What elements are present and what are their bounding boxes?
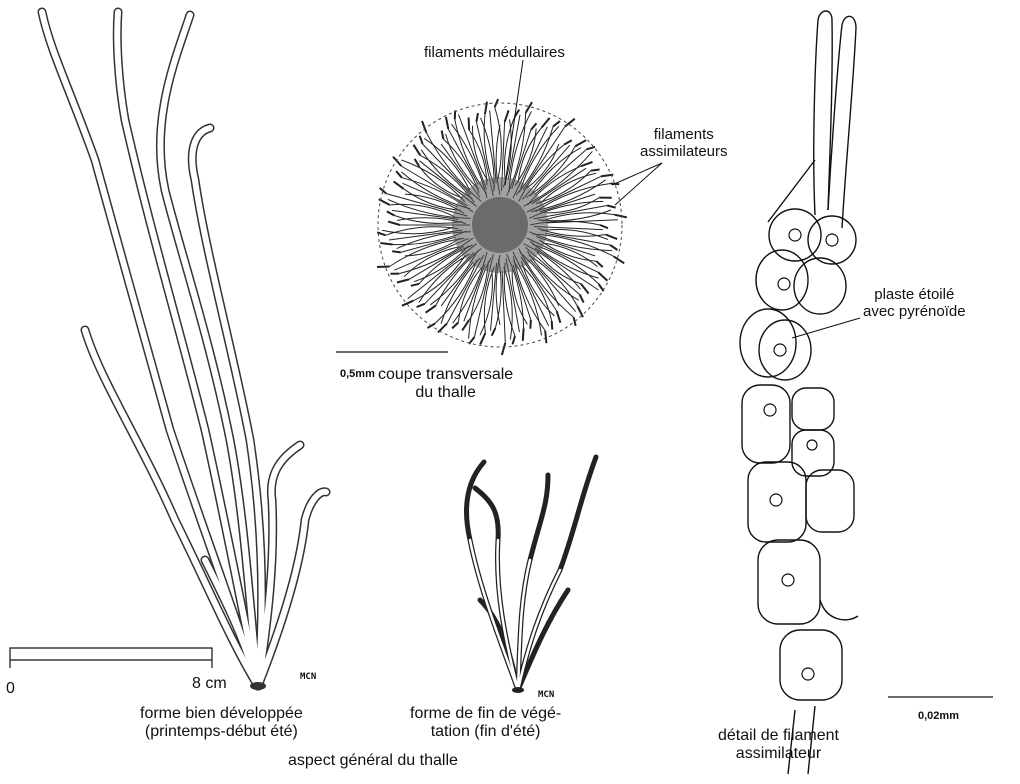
caption-forme-developpee: forme bien développée (printemps-début é…: [140, 705, 303, 742]
scale-label-section: 0,5mm: [340, 368, 375, 381]
caption-aspect-general: aspect général du thalle: [288, 752, 458, 770]
mcn-mark-left: MCN: [300, 672, 316, 682]
label-plaste: plaste étoilé avec pyrénoïde: [863, 286, 966, 321]
mcn-mark-center: MCN: [538, 690, 554, 700]
caption-coupe: coupe transversale du thalle: [378, 366, 513, 403]
thallus-late-drawing: [466, 457, 596, 693]
caption-coupe-line2: du thalle: [378, 384, 513, 402]
cross-section-drawing: [377, 99, 627, 355]
label-filaments-assimilateurs: filaments assimilateurs: [640, 126, 728, 161]
caption-forme-developpee-line2: (printemps-début été): [140, 723, 303, 741]
scale-label-detail: 0,02mm: [918, 710, 959, 723]
caption-forme-fin-line2: tation (fin d'été): [410, 723, 561, 741]
caption-detail-line1: détail de filament: [718, 727, 839, 745]
scale-label-zero: 0: [6, 680, 15, 698]
caption-detail-line2: assimilateur: [718, 745, 839, 763]
filament-detail-drawing: [740, 11, 858, 774]
caption-coupe-line1: coupe transversale: [378, 366, 513, 384]
label-filaments-assimilateurs-line1: filaments: [640, 126, 728, 143]
label-plaste-line2: avec pyrénoïde: [863, 303, 966, 320]
caption-forme-fin: forme de fin de végé- tation (fin d'été): [410, 705, 561, 742]
scale-label-thallus: 8 cm: [192, 675, 227, 693]
thallus-developed-drawing: [42, 12, 326, 690]
caption-forme-fin-line1: forme de fin de végé-: [410, 705, 561, 723]
caption-forme-developpee-line1: forme bien développée: [140, 705, 303, 723]
label-filaments-assimilateurs-line2: assimilateurs: [640, 143, 728, 160]
caption-detail: détail de filament assimilateur: [718, 727, 839, 764]
label-plaste-line1: plaste étoilé: [863, 286, 966, 303]
label-filaments-medullaires: filaments médullaires: [424, 44, 565, 61]
